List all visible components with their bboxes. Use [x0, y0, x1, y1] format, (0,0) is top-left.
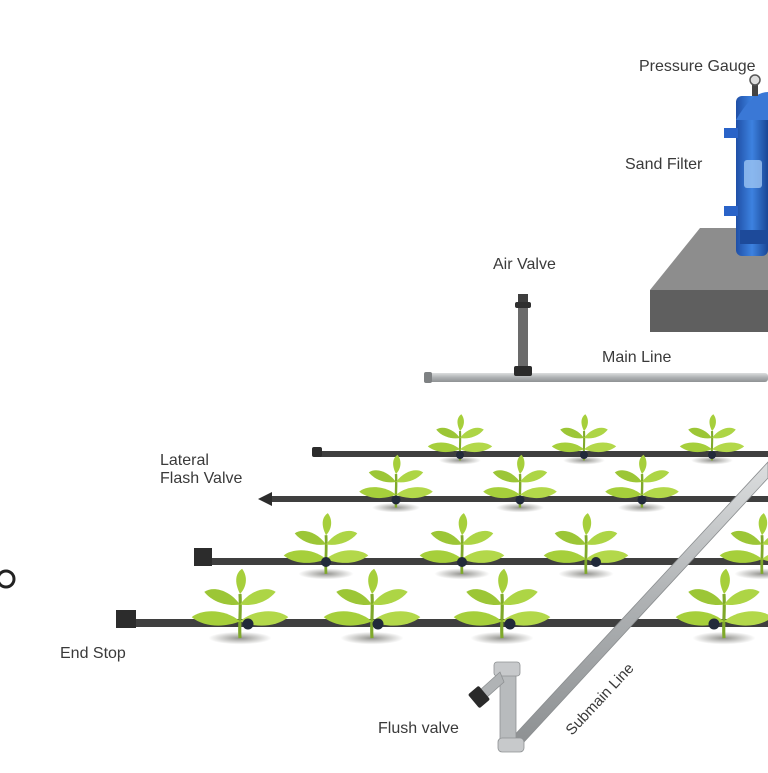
label-lateral-line2: Flash Valve	[160, 470, 243, 488]
pressure-gauge	[749, 74, 761, 96]
label-sand-filter: Sand Filter	[625, 156, 703, 173]
label-end-stop: End Stop	[60, 645, 126, 662]
label-lateral-line1: Lateral	[160, 452, 209, 469]
edge-ring	[0, 569, 16, 589]
label-lateral: Lateral Flash Valve	[160, 452, 242, 489]
label-flush-valve: Flush valve	[378, 720, 459, 737]
label-main-line: Main Line	[602, 349, 672, 366]
drip-emitters	[242, 451, 720, 630]
plant-row-4	[190, 567, 768, 646]
lateral-line-4	[116, 610, 768, 628]
sand-filter-tank	[724, 92, 768, 256]
main-line-pipe	[424, 372, 768, 383]
lateral-line-1	[312, 447, 768, 457]
label-pressure-gauge: Pressure Gauge	[639, 58, 756, 75]
flush-valve	[468, 661, 525, 753]
air-valve	[514, 294, 532, 376]
label-air-valve: Air Valve	[493, 256, 556, 273]
